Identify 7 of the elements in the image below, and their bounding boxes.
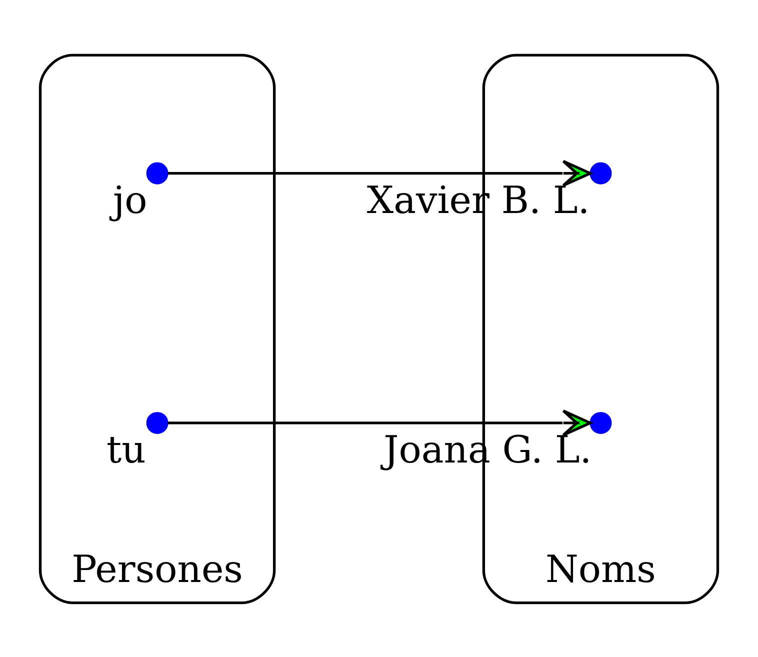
arrow (168, 409, 592, 436)
arrow (168, 159, 592, 186)
node-circle (590, 411, 612, 434)
node-label: tu (106, 427, 146, 472)
node-circle (146, 162, 168, 184)
node-circle (590, 162, 612, 184)
node-circle (146, 411, 168, 434)
